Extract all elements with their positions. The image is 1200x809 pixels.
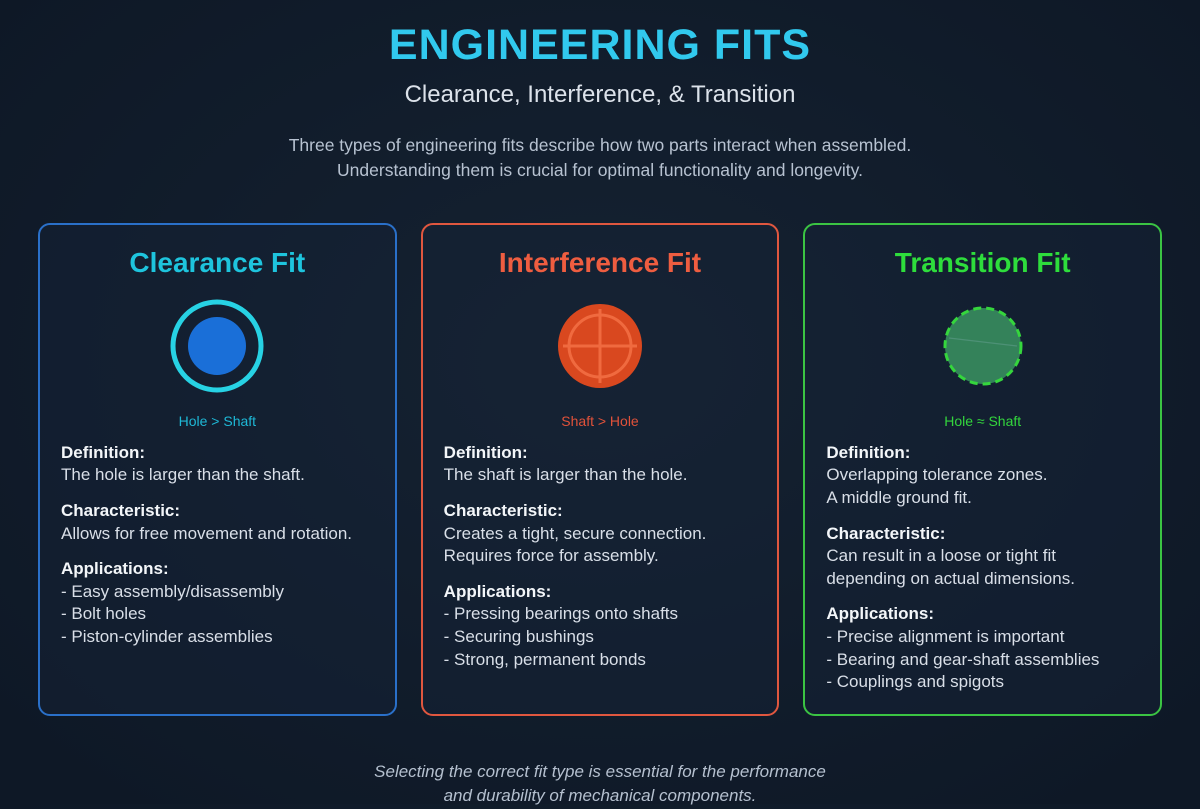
applications-section: Applications: - Pressing bearings onto s…	[444, 581, 757, 671]
characteristic-text: Creates a tight, secure connection.	[443, 523, 707, 543]
application-item: - Securing bushings	[443, 626, 594, 646]
card-title: Clearance Fit	[129, 246, 306, 278]
characteristic-text: Requires force for assembly.	[443, 546, 659, 566]
definition-section: Definition: Overlapping tolerance zones.…	[826, 442, 1139, 510]
definition-text: Overlapping tolerance zones.	[826, 465, 1048, 485]
application-item: - Easy assembly/disassembly	[61, 581, 284, 601]
transition-fit-card: Transition Fit Hole ≈ Shaft Definition: …	[803, 222, 1163, 716]
card-title: Transition Fit	[894, 246, 1071, 278]
applications-section: Applications: - Precise alignment is imp…	[826, 603, 1139, 693]
page-subtitle: Clearance, Interference, & Transition	[404, 81, 796, 108]
application-item: - Bolt holes	[61, 604, 147, 624]
fit-relation: Hole > Shaft	[178, 412, 257, 429]
application-item: - Couplings and spigots	[826, 672, 1005, 692]
characteristic-text: Allows for free movement and rotation.	[61, 523, 353, 543]
clearance-fit-icon	[168, 297, 266, 400]
footer-line-1: Selecting the correct fit type is essent…	[374, 761, 826, 781]
definition-label: Definition:	[61, 442, 146, 462]
icon-area	[61, 287, 374, 411]
application-item: - Pressing bearings onto shafts	[443, 604, 679, 624]
fit-cards-row: Clearance Fit Hole > Shaft Definition: T…	[38, 222, 1163, 716]
footer-note: Selecting the correct fit type is essent…	[0, 760, 1200, 809]
characteristic-section: Characteristic: Creates a tight, secure …	[444, 500, 757, 568]
characteristic-section: Characteristic: Allows for free movement…	[61, 500, 374, 545]
header: ENGINEERING FITS Clearance, Interference…	[0, 0, 1200, 183]
characteristic-label: Characteristic:	[443, 500, 563, 520]
interference-fit-card: Interference Fit Shaft > Hole Definition…	[420, 222, 780, 716]
intro-line-2: Understanding them is crucial for optima…	[337, 159, 863, 180]
applications-label: Applications:	[826, 604, 935, 624]
definition-text: The hole is larger than the shaft.	[61, 465, 305, 485]
application-item: - Precise alignment is important	[826, 626, 1065, 646]
application-item: - Piston-cylinder assemblies	[61, 626, 273, 646]
intro-text: Three types of engineering fits describe…	[0, 133, 1200, 183]
applications-label: Applications:	[61, 559, 169, 579]
application-item: - Bearing and gear-shaft assemblies	[826, 649, 1100, 669]
intro-line-1: Three types of engineering fits describe…	[288, 135, 912, 155]
characteristic-label: Characteristic:	[61, 500, 181, 520]
characteristic-text: depending on actual dimensions.	[826, 568, 1075, 588]
icon-area	[826, 287, 1139, 411]
fit-relation: Shaft > Hole	[561, 412, 639, 429]
icon-area	[444, 287, 757, 411]
definition-label: Definition:	[443, 442, 528, 462]
fit-relation: Hole ≈ Shaft	[944, 412, 1022, 429]
definition-section: Definition: The shaft is larger than the…	[444, 442, 757, 487]
footer-line-2: and durability of mechanical components.	[443, 786, 757, 806]
characteristic-section: Characteristic: Can result in a loose or…	[826, 523, 1139, 591]
characteristic-text: Can result in a loose or tight fit	[826, 546, 1056, 566]
clearance-fit-card: Clearance Fit Hole > Shaft Definition: T…	[38, 222, 397, 716]
definition-section: Definition: The hole is larger than the …	[61, 442, 374, 487]
applications-section: Applications: - Easy assembly/disassembl…	[61, 558, 374, 648]
page-title: ENGINEERING FITS	[388, 21, 812, 69]
card-title: Interference Fit	[498, 246, 702, 278]
transition-fit-icon	[941, 304, 1025, 393]
definition-text: The shaft is larger than the hole.	[443, 465, 688, 485]
characteristic-label: Characteristic:	[826, 523, 946, 543]
applications-label: Applications:	[443, 581, 552, 601]
interference-fit-icon	[556, 302, 644, 395]
definition-label: Definition:	[826, 442, 911, 462]
definition-text: A middle ground fit.	[826, 487, 972, 507]
application-item: - Strong, permanent bonds	[443, 649, 646, 669]
